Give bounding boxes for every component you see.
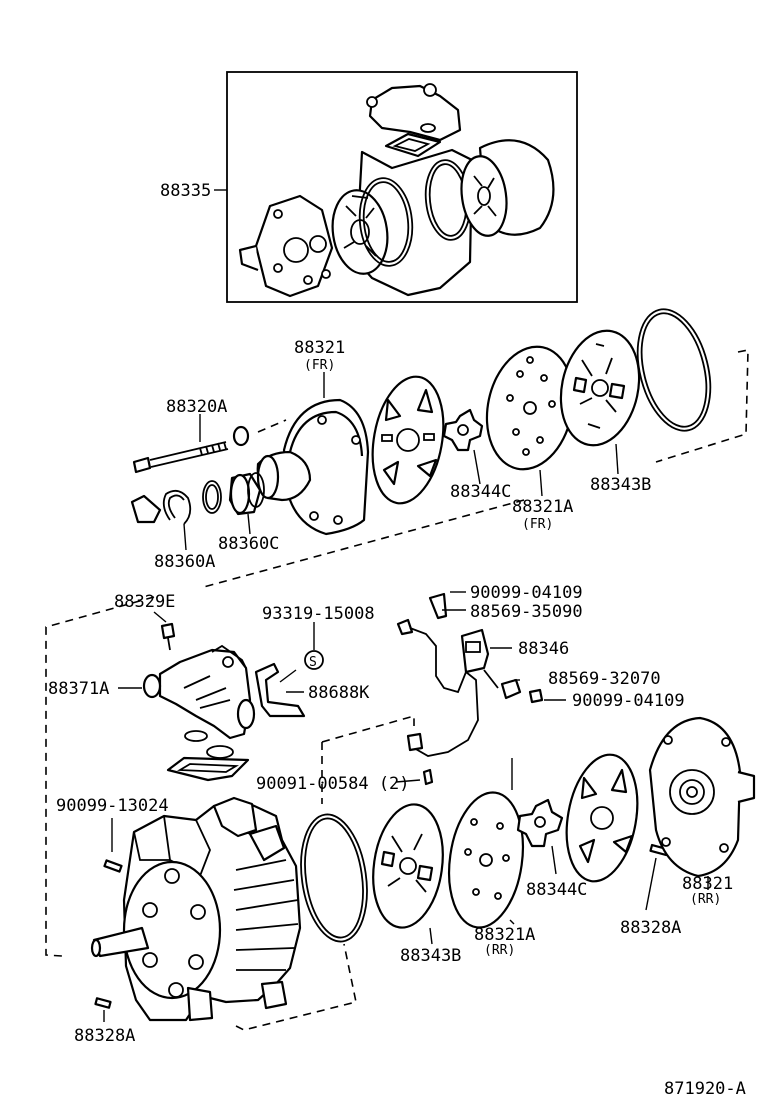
label-88344c-bot: 88344C [526, 880, 587, 900]
label-88321a-fr: 88321A [512, 497, 573, 517]
label-90099-04109-b: 90099-04109 [572, 691, 685, 711]
label-88329e: 88329E [114, 592, 175, 612]
label-88346: 88346 [518, 639, 569, 659]
assembly-label: 88335 [160, 181, 211, 201]
rear-section: S [90, 591, 756, 1031]
label-88320a: 88320A [166, 397, 227, 417]
label-88321-fr: 88321 [294, 338, 345, 358]
s-mark-circle [304, 650, 324, 670]
front-section [45, 308, 749, 957]
label-88371a: 88371A [48, 679, 109, 699]
label-90099-04109-a: 90099-04109 [470, 583, 583, 603]
label-90099-13024: 90099-13024 [56, 796, 169, 816]
label-88328a-left: 88328A [74, 1026, 135, 1046]
sublabel-88321a-rr: (RR) [484, 943, 515, 958]
label-88360c: 88360C [218, 534, 279, 554]
label-88360a: 88360A [154, 552, 215, 572]
s-mark: S [309, 655, 317, 670]
label-93319-15008: 93319-15008 [262, 604, 375, 624]
label-90091-00584: 90091-00584 (2) [256, 774, 410, 794]
label-88321a-rr: 88321A [474, 925, 535, 945]
reference-code: 871920-A [664, 1079, 746, 1099]
label-88569-35090: 88569-35090 [470, 602, 583, 622]
label-88688k: 88688K [308, 683, 370, 703]
label-88343b-bot: 88343B [400, 946, 461, 966]
sublabel-88321-rr: (RR) [690, 892, 721, 907]
label-88569-32070: 88569-32070 [548, 669, 661, 689]
label-88321-rr: 88321 [682, 874, 733, 894]
part-labels: 88321 (FR) 88320A 88344C 88321A (FR) 883… [48, 338, 746, 1099]
sublabel-88321-fr: (FR) [304, 358, 335, 373]
label-88328a-right: 88328A [620, 918, 681, 938]
assembly-box-88335: 88335 [160, 71, 578, 303]
sublabel-88321a-fr: (FR) [522, 517, 553, 532]
label-88343b-top: 88343B [590, 475, 651, 495]
label-88344c-top: 88344C [450, 482, 511, 502]
